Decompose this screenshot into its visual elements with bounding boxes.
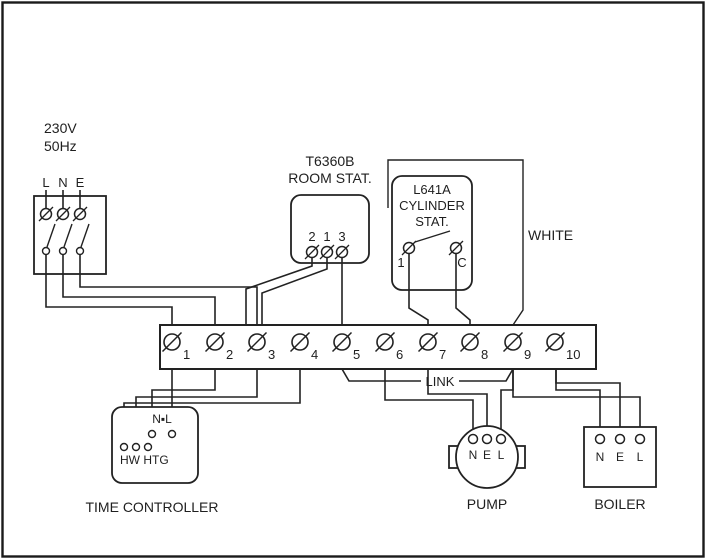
wire-pump-e [427, 369, 488, 435]
switch-contact [41, 246, 51, 256]
boiler-terminal-e [614, 433, 626, 445]
wire-cylinder-c [455, 254, 471, 325]
strip-number-4: 4 [311, 347, 318, 362]
cylinder-stat-name-line1: CYLINDER [399, 198, 465, 213]
room-stat-name: ROOM STAT. [288, 170, 371, 186]
controller-terminal [131, 442, 141, 452]
controller-terminal [143, 442, 153, 452]
switch-blade [80, 223, 90, 248]
cylinder-stat-model: L641A [413, 182, 451, 197]
pump-terminal-e-label: E [483, 448, 491, 462]
controller-hw-label: HW [120, 453, 141, 467]
white-wire-label: WHITE [528, 227, 573, 243]
supply-terminal-n-label: N [58, 175, 67, 190]
controller-terminal-l [167, 429, 177, 439]
strip-number-6: 6 [396, 347, 403, 362]
boiler-terminal-l-label: L [637, 450, 644, 464]
wire-boiler-e [555, 369, 621, 434]
wire-supply-l [45, 254, 173, 325]
controller-nl-label: N▪L [152, 412, 172, 426]
strip-number-10: 10 [566, 347, 580, 362]
strip-number-1: 1 [183, 347, 190, 362]
wire-cylinder-1 [408, 254, 429, 325]
controller-htg-label: HTG [143, 453, 168, 467]
strip-number-3: 3 [268, 347, 275, 362]
wire-room-stat-2 [245, 258, 313, 325]
room-stat-model: T6360B [305, 153, 354, 169]
wire-boiler-n [555, 369, 601, 434]
supply-voltage-label: 230V [44, 120, 77, 136]
pump-caption: PUMP [467, 496, 507, 512]
switch-contact [58, 246, 68, 256]
switch-blade [63, 223, 73, 248]
boiler-terminal-l [634, 433, 646, 445]
cylinder-stat-terminal-c-label: C [457, 255, 466, 270]
room-stat-terminal-2-label: 2 [308, 229, 315, 244]
link-label: LINK [426, 374, 455, 389]
wire-supply-e [79, 254, 258, 325]
strip-number-2: 2 [226, 347, 233, 362]
cylinder-stat-enclosure [387, 159, 524, 326]
time-controller-caption: TIME CONTROLLER [85, 499, 218, 515]
time-controller-box [111, 406, 199, 484]
room-stat-terminal-1-label: 1 [323, 229, 330, 244]
strip-number-8: 8 [481, 347, 488, 362]
wire-boiler-l [512, 369, 641, 434]
switch-contact [75, 246, 85, 256]
cylinder-stat-box [391, 175, 473, 291]
supply-terminal-l-label: L [42, 175, 49, 190]
cylinder-stat-terminal-1-label: 1 [397, 255, 404, 270]
strip-number-7: 7 [439, 347, 446, 362]
supply-terminal-e-label: E [76, 175, 85, 190]
switch-blade [46, 223, 56, 248]
link-wire-right [459, 368, 514, 382]
boiler-terminal-n [594, 433, 606, 445]
pump-terminal-n [467, 433, 479, 445]
strip-number-5: 5 [353, 347, 360, 362]
supply-frequency-label: 50Hz [44, 138, 77, 154]
room-stat-terminal-3-label: 3 [338, 229, 345, 244]
link-wire-left [341, 368, 421, 382]
pump-terminal-l-label: L [498, 448, 505, 462]
switch-blade [414, 230, 451, 243]
cylinder-stat-name-line2: STAT. [415, 214, 448, 229]
wire-room-stat-1 [261, 258, 328, 325]
boiler-terminal-n-label: N [596, 450, 605, 464]
pump-terminal-n-label: N [469, 448, 478, 462]
pump-terminal-e [481, 433, 493, 445]
wire-supply-n [62, 254, 216, 325]
controller-terminal [119, 442, 129, 452]
boiler-caption: BOILER [594, 496, 645, 512]
boiler-terminal-e-label: E [616, 450, 624, 464]
controller-terminal-n [147, 429, 157, 439]
wire-pump-n [384, 369, 474, 435]
pump-terminal-l [495, 433, 507, 445]
strip-number-9: 9 [524, 347, 531, 362]
